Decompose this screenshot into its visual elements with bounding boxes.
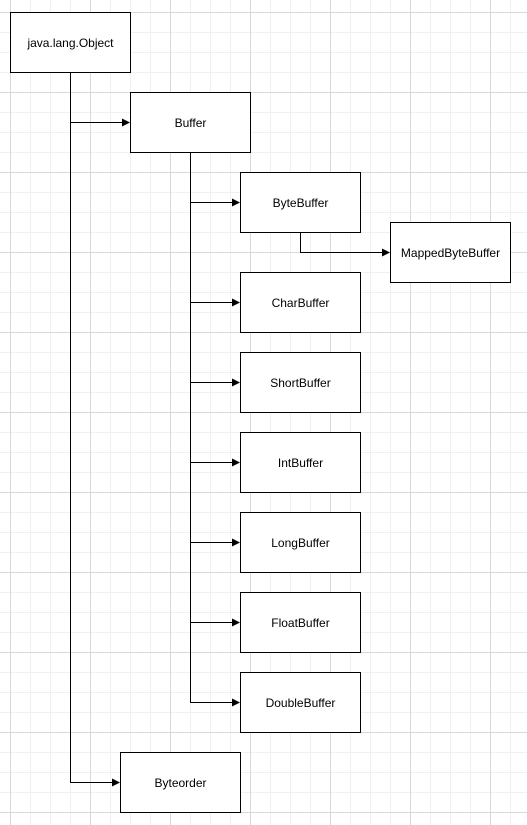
node-short-buffer[interactable]: ShortBuffer [240, 352, 361, 413]
node-long-buffer[interactable]: LongBuffer [240, 512, 361, 573]
edge-buffer-floatbuffer [190, 542, 240, 627]
edge-object-byteorder [70, 122, 120, 787]
node-label: LongBuffer [271, 535, 330, 550]
node-byte-buffer[interactable]: ByteBuffer [240, 172, 361, 233]
node-char-buffer[interactable]: CharBuffer [240, 272, 361, 333]
node-byteorder[interactable]: Byteorder [120, 752, 241, 813]
edge-buffer-longbuffer [190, 462, 240, 547]
node-label: CharBuffer [271, 295, 330, 310]
node-label: MappedByteBuffer [400, 245, 501, 260]
edge-object-buffer [70, 72, 130, 127]
node-label: Buffer [174, 115, 207, 130]
edge-buffer-bytebuffer [190, 152, 240, 207]
edge-buffer-doublebuffer [190, 622, 240, 707]
edge-bytebuffer-mappedbytebuffer [300, 232, 390, 257]
node-label: IntBuffer [277, 455, 324, 470]
node-label: DoubleBuffer [265, 695, 336, 710]
node-mapped-byte-buffer[interactable]: MappedByteBuffer [390, 222, 511, 283]
node-label: ShortBuffer [270, 375, 331, 390]
node-java-lang-object[interactable]: java.lang.Object [10, 12, 131, 73]
node-label: FloatBuffer [271, 615, 330, 630]
node-int-buffer[interactable]: IntBuffer [240, 432, 361, 493]
node-label: Byteorder [154, 775, 207, 790]
node-float-buffer[interactable]: FloatBuffer [240, 592, 361, 653]
node-label: ByteBuffer [272, 195, 329, 210]
node-double-buffer[interactable]: DoubleBuffer [240, 672, 361, 733]
node-buffer[interactable]: Buffer [130, 92, 251, 153]
edge-buffer-charbuffer [190, 202, 240, 307]
node-label: java.lang.Object [27, 35, 114, 50]
edge-buffer-shortbuffer [190, 302, 240, 387]
edge-buffer-intbuffer [190, 382, 240, 467]
